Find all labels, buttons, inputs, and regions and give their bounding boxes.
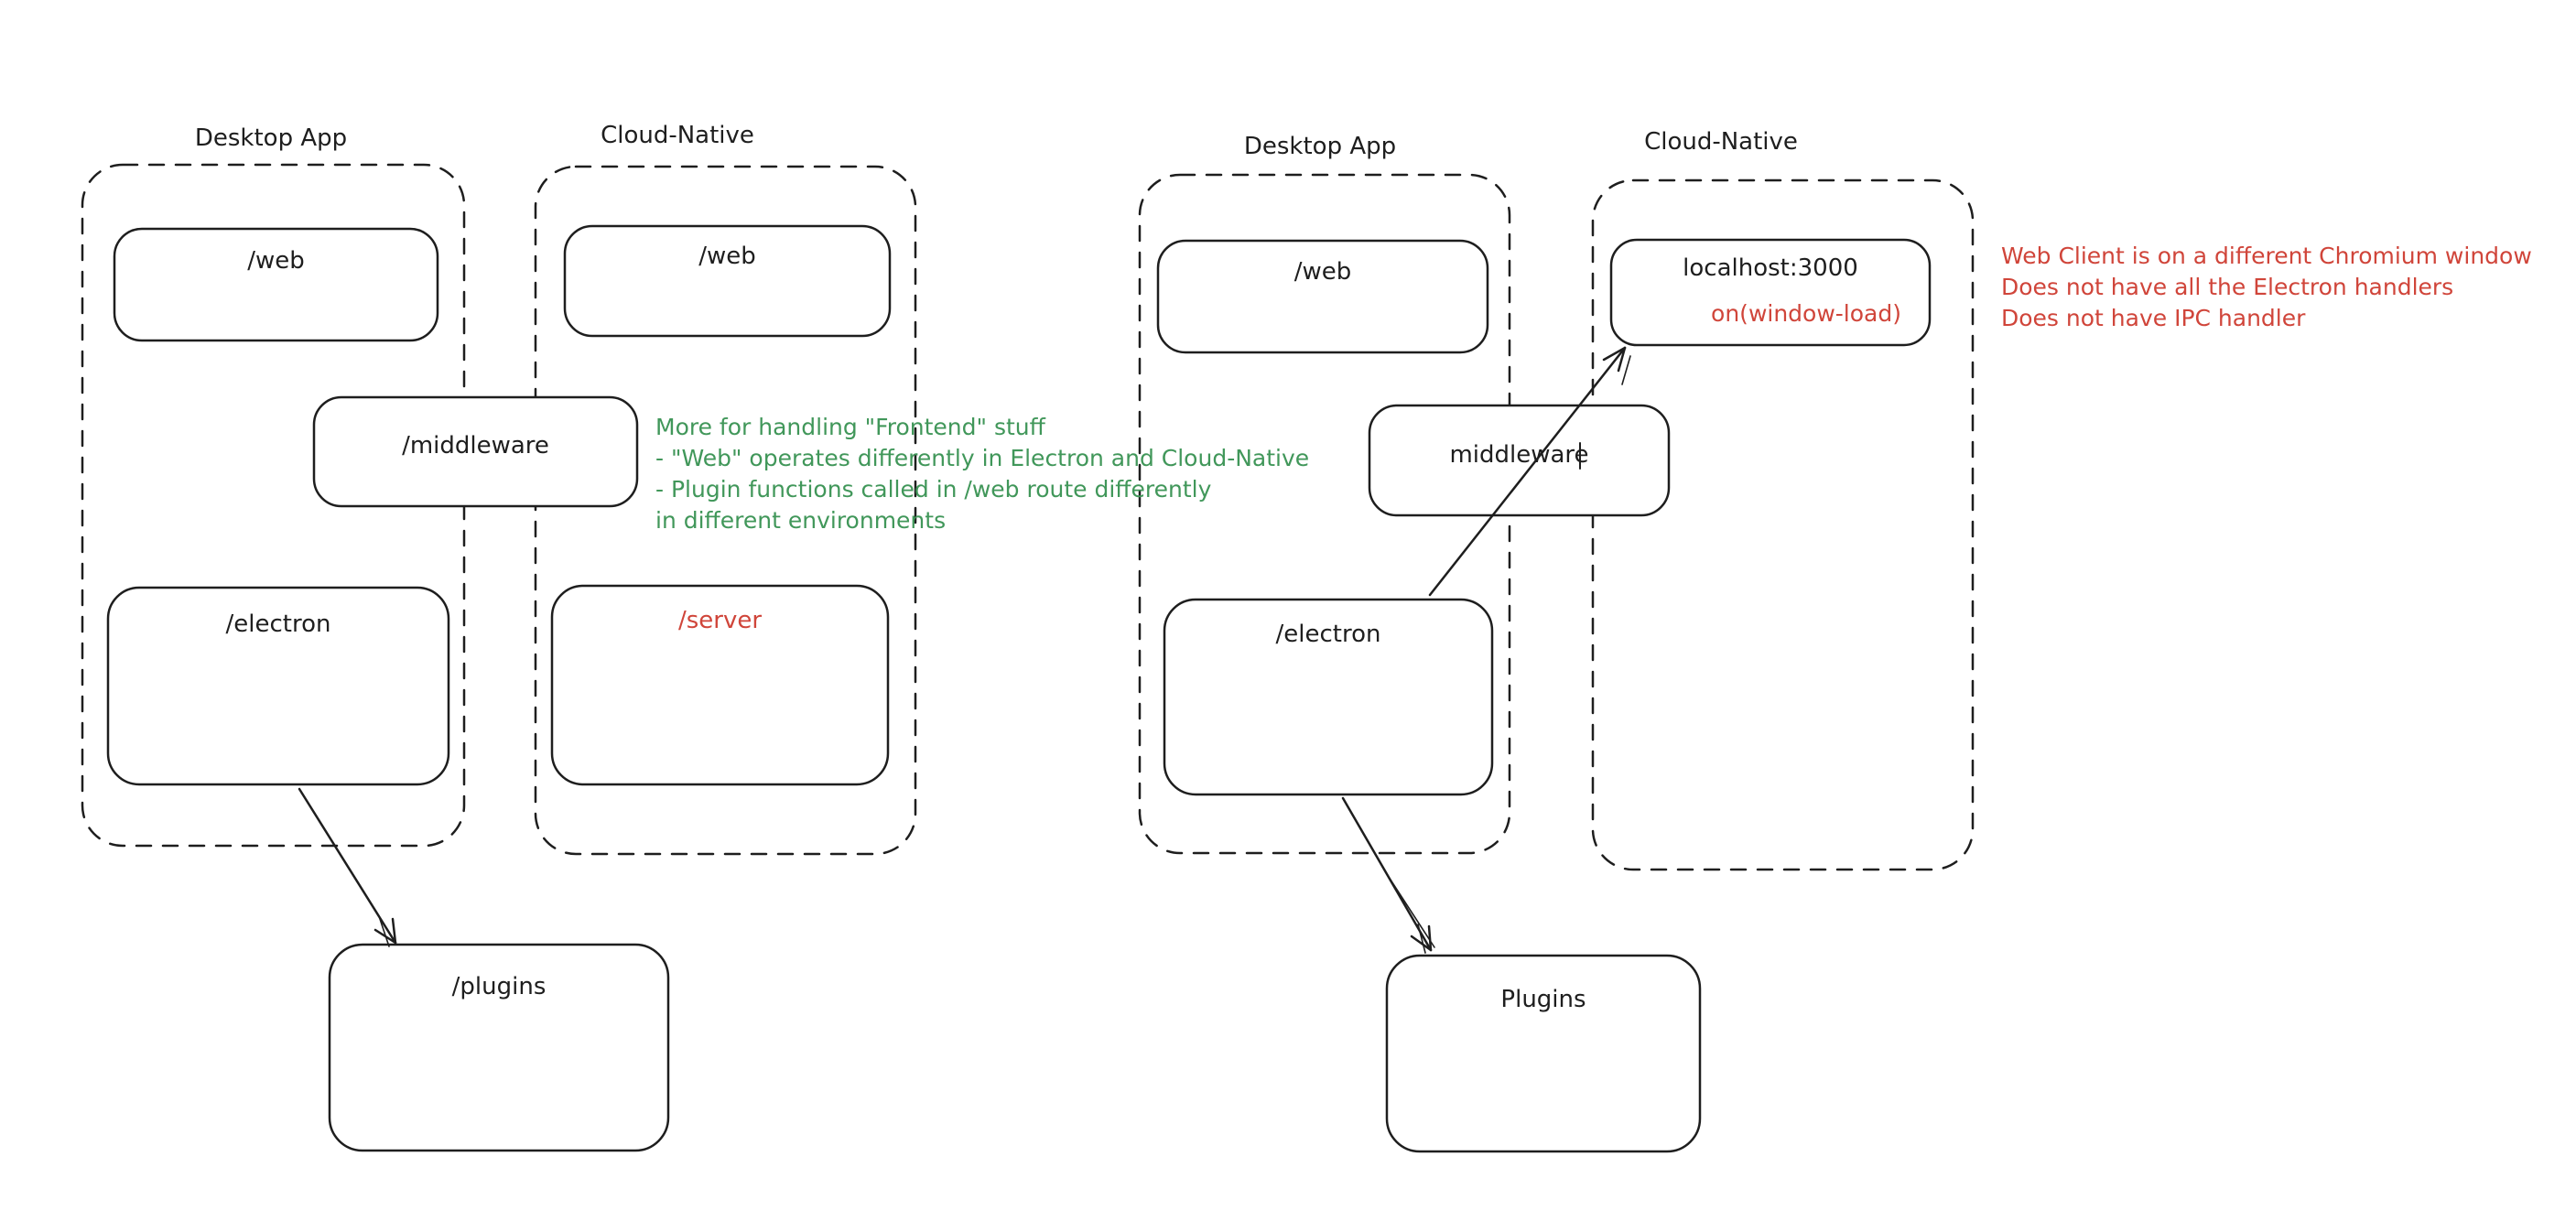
right-desktop-app-title[interactable]: Desktop App	[1243, 133, 1397, 160]
left-web-cloud-label: /web	[698, 243, 756, 270]
note-line: Web Client is on a different Chromium wi…	[2001, 243, 2532, 269]
right-localhost-sublabel: on(window-load)	[1711, 300, 1901, 327]
right-middleware-label: middleware	[1449, 441, 1589, 469]
right-electron-box[interactable]	[1163, 598, 1494, 796]
right-web-label: /web	[1293, 258, 1352, 286]
left-middleware-box[interactable]	[312, 395, 639, 508]
left-plugins-label: /plugins	[451, 973, 547, 1000]
left-cloud-native-title[interactable]: Cloud-Native	[601, 122, 754, 149]
green-annotation-note[interactable]: More for handling "Frontend" stuff - "We…	[655, 412, 1309, 536]
right-cloud-native-title[interactable]: Cloud-Native	[1644, 128, 1798, 156]
right-localhost-box[interactable]	[1609, 238, 1932, 347]
note-line: Does not have IPC handler	[2001, 305, 2306, 331]
right-plugins-box[interactable]	[1385, 954, 1702, 1153]
left-desktop-app-title[interactable]: Desktop App	[194, 124, 348, 152]
arrow-electron-to-plugins-right[interactable]	[1341, 796, 1435, 954]
right-localhost-label: localhost:3000	[1683, 254, 1858, 282]
right-web-box[interactable]	[1156, 239, 1489, 354]
note-line: Does not have all the Electron handlers	[2001, 274, 2454, 300]
note-line: More for handling "Frontend" stuff	[655, 414, 1045, 440]
left-web-desktop-box[interactable]	[113, 227, 439, 342]
arrow-electron-to-localhost[interactable]	[1428, 346, 1631, 597]
left-server-label: /server	[677, 607, 763, 634]
right-middleware-box[interactable]	[1368, 404, 1671, 517]
note-line: - "Web" operates differently in Electron…	[655, 445, 1310, 471]
note-line: in different environments	[655, 507, 947, 534]
left-electron-label: /electron	[225, 611, 331, 638]
right-plugins-label: Plugins	[1500, 986, 1586, 1013]
left-web-desktop-label: /web	[247, 247, 305, 275]
arrow-electron-to-plugins-left[interactable]	[298, 787, 397, 947]
note-line: - Plugin functions called in /web route …	[655, 476, 1212, 503]
left-middleware-label: /middleware	[402, 432, 549, 459]
left-server-box[interactable]	[550, 584, 890, 786]
right-cloud-native-container[interactable]	[1591, 178, 1975, 871]
left-web-cloud-box[interactable]	[563, 224, 892, 338]
left-electron-box[interactable]	[106, 586, 450, 786]
right-electron-label: /electron	[1275, 621, 1381, 648]
red-annotation-note[interactable]: Web Client is on a different Chromium wi…	[2001, 241, 2532, 334]
left-plugins-box[interactable]	[328, 943, 670, 1152]
left-cloud-native-container[interactable]	[534, 165, 917, 856]
